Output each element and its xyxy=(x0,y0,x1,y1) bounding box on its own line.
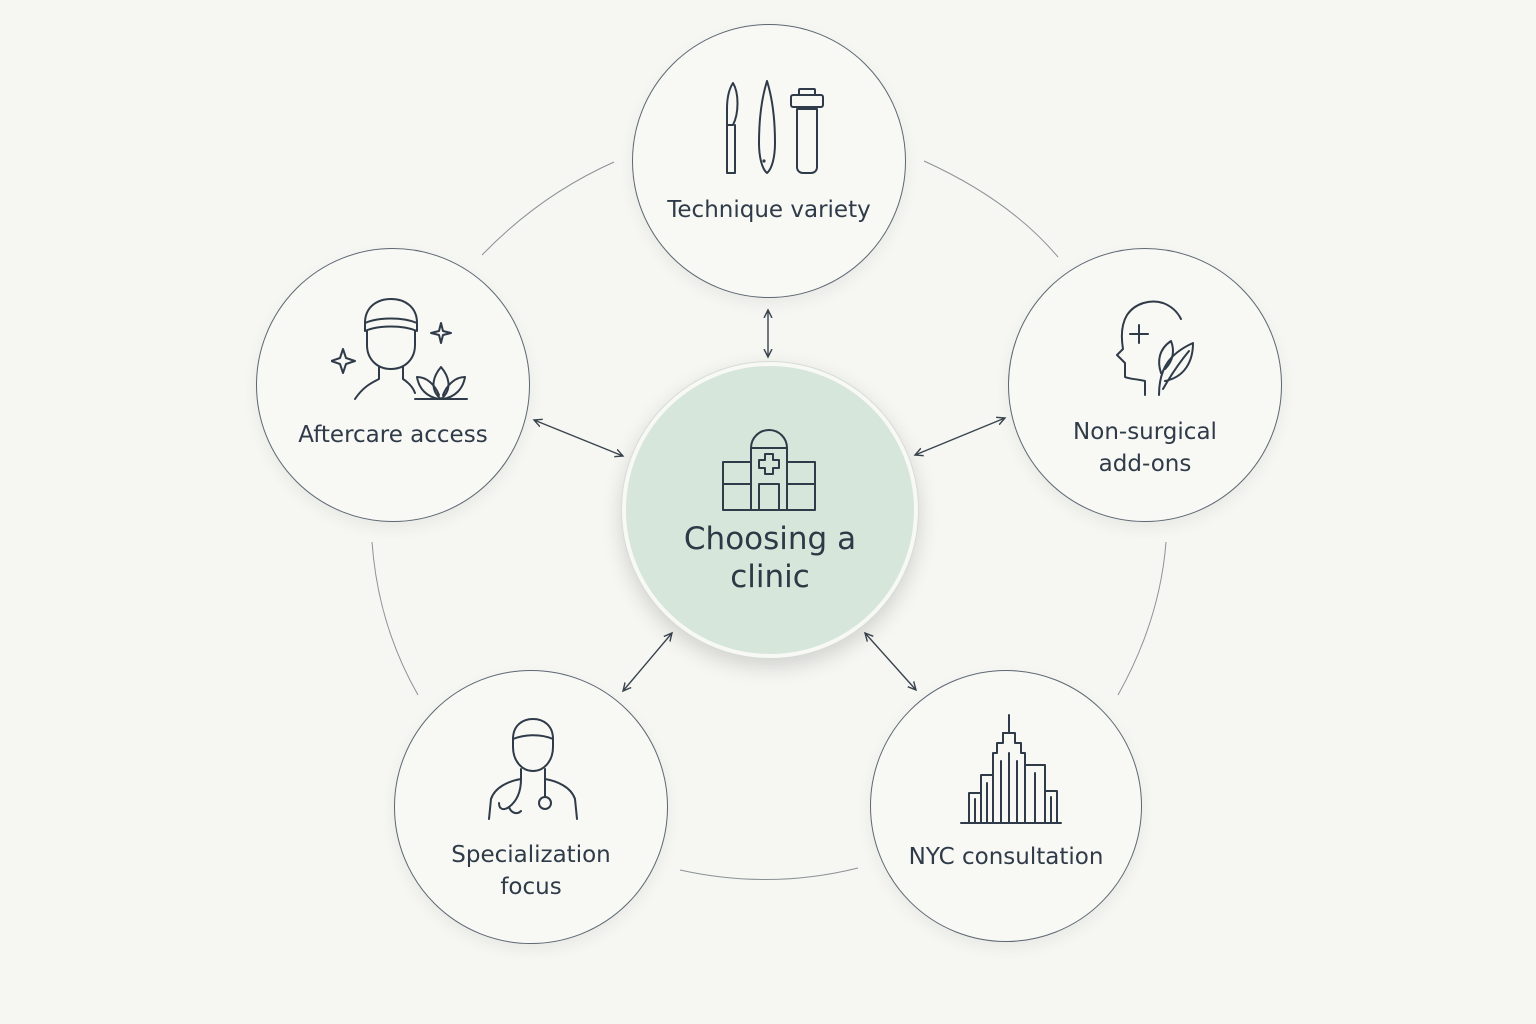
node-aftercare-access: Aftercare access xyxy=(256,248,530,522)
head-leaf-icon xyxy=(1101,297,1201,397)
center-node-choosing-a-clinic: Choosing a clinic xyxy=(622,362,918,658)
arrow-aftercare xyxy=(534,420,623,456)
arrow-specialization xyxy=(623,633,672,691)
node-specialization-focus: Specialization focus xyxy=(394,670,668,944)
node-nyc-consultation: NYC consultation xyxy=(870,670,1142,942)
ring-arc-right xyxy=(1117,541,1167,696)
arrow-non-surgical xyxy=(915,418,1005,455)
ring-arc-bottom xyxy=(679,867,859,880)
hospital-icon xyxy=(721,426,821,512)
non-surgical-add-ons-label: Non-surgical add-ons xyxy=(1073,419,1217,477)
technique-variety-label: Technique variety xyxy=(667,197,871,223)
node-non-surgical-add-ons: Non-surgical add-ons xyxy=(1008,248,1282,522)
surgical-tools-icon xyxy=(717,79,827,179)
ring-arc-top-left xyxy=(481,161,615,256)
nyc-consultation-label: NYC consultation xyxy=(908,844,1104,870)
doctor-icon xyxy=(483,717,583,821)
ring-arc-top-right xyxy=(923,160,1059,258)
ring-arc-left xyxy=(371,541,419,696)
specialization-focus-label: Specialization focus xyxy=(451,842,611,900)
center-title: Choosing a clinic xyxy=(683,521,857,595)
city-skyline-icon xyxy=(955,713,1065,825)
aftercare-access-label: Aftercare access xyxy=(298,422,488,448)
spa-face-icon xyxy=(330,295,471,407)
node-technique-variety: Technique variety xyxy=(632,24,906,298)
arrow-nyc xyxy=(865,633,916,690)
